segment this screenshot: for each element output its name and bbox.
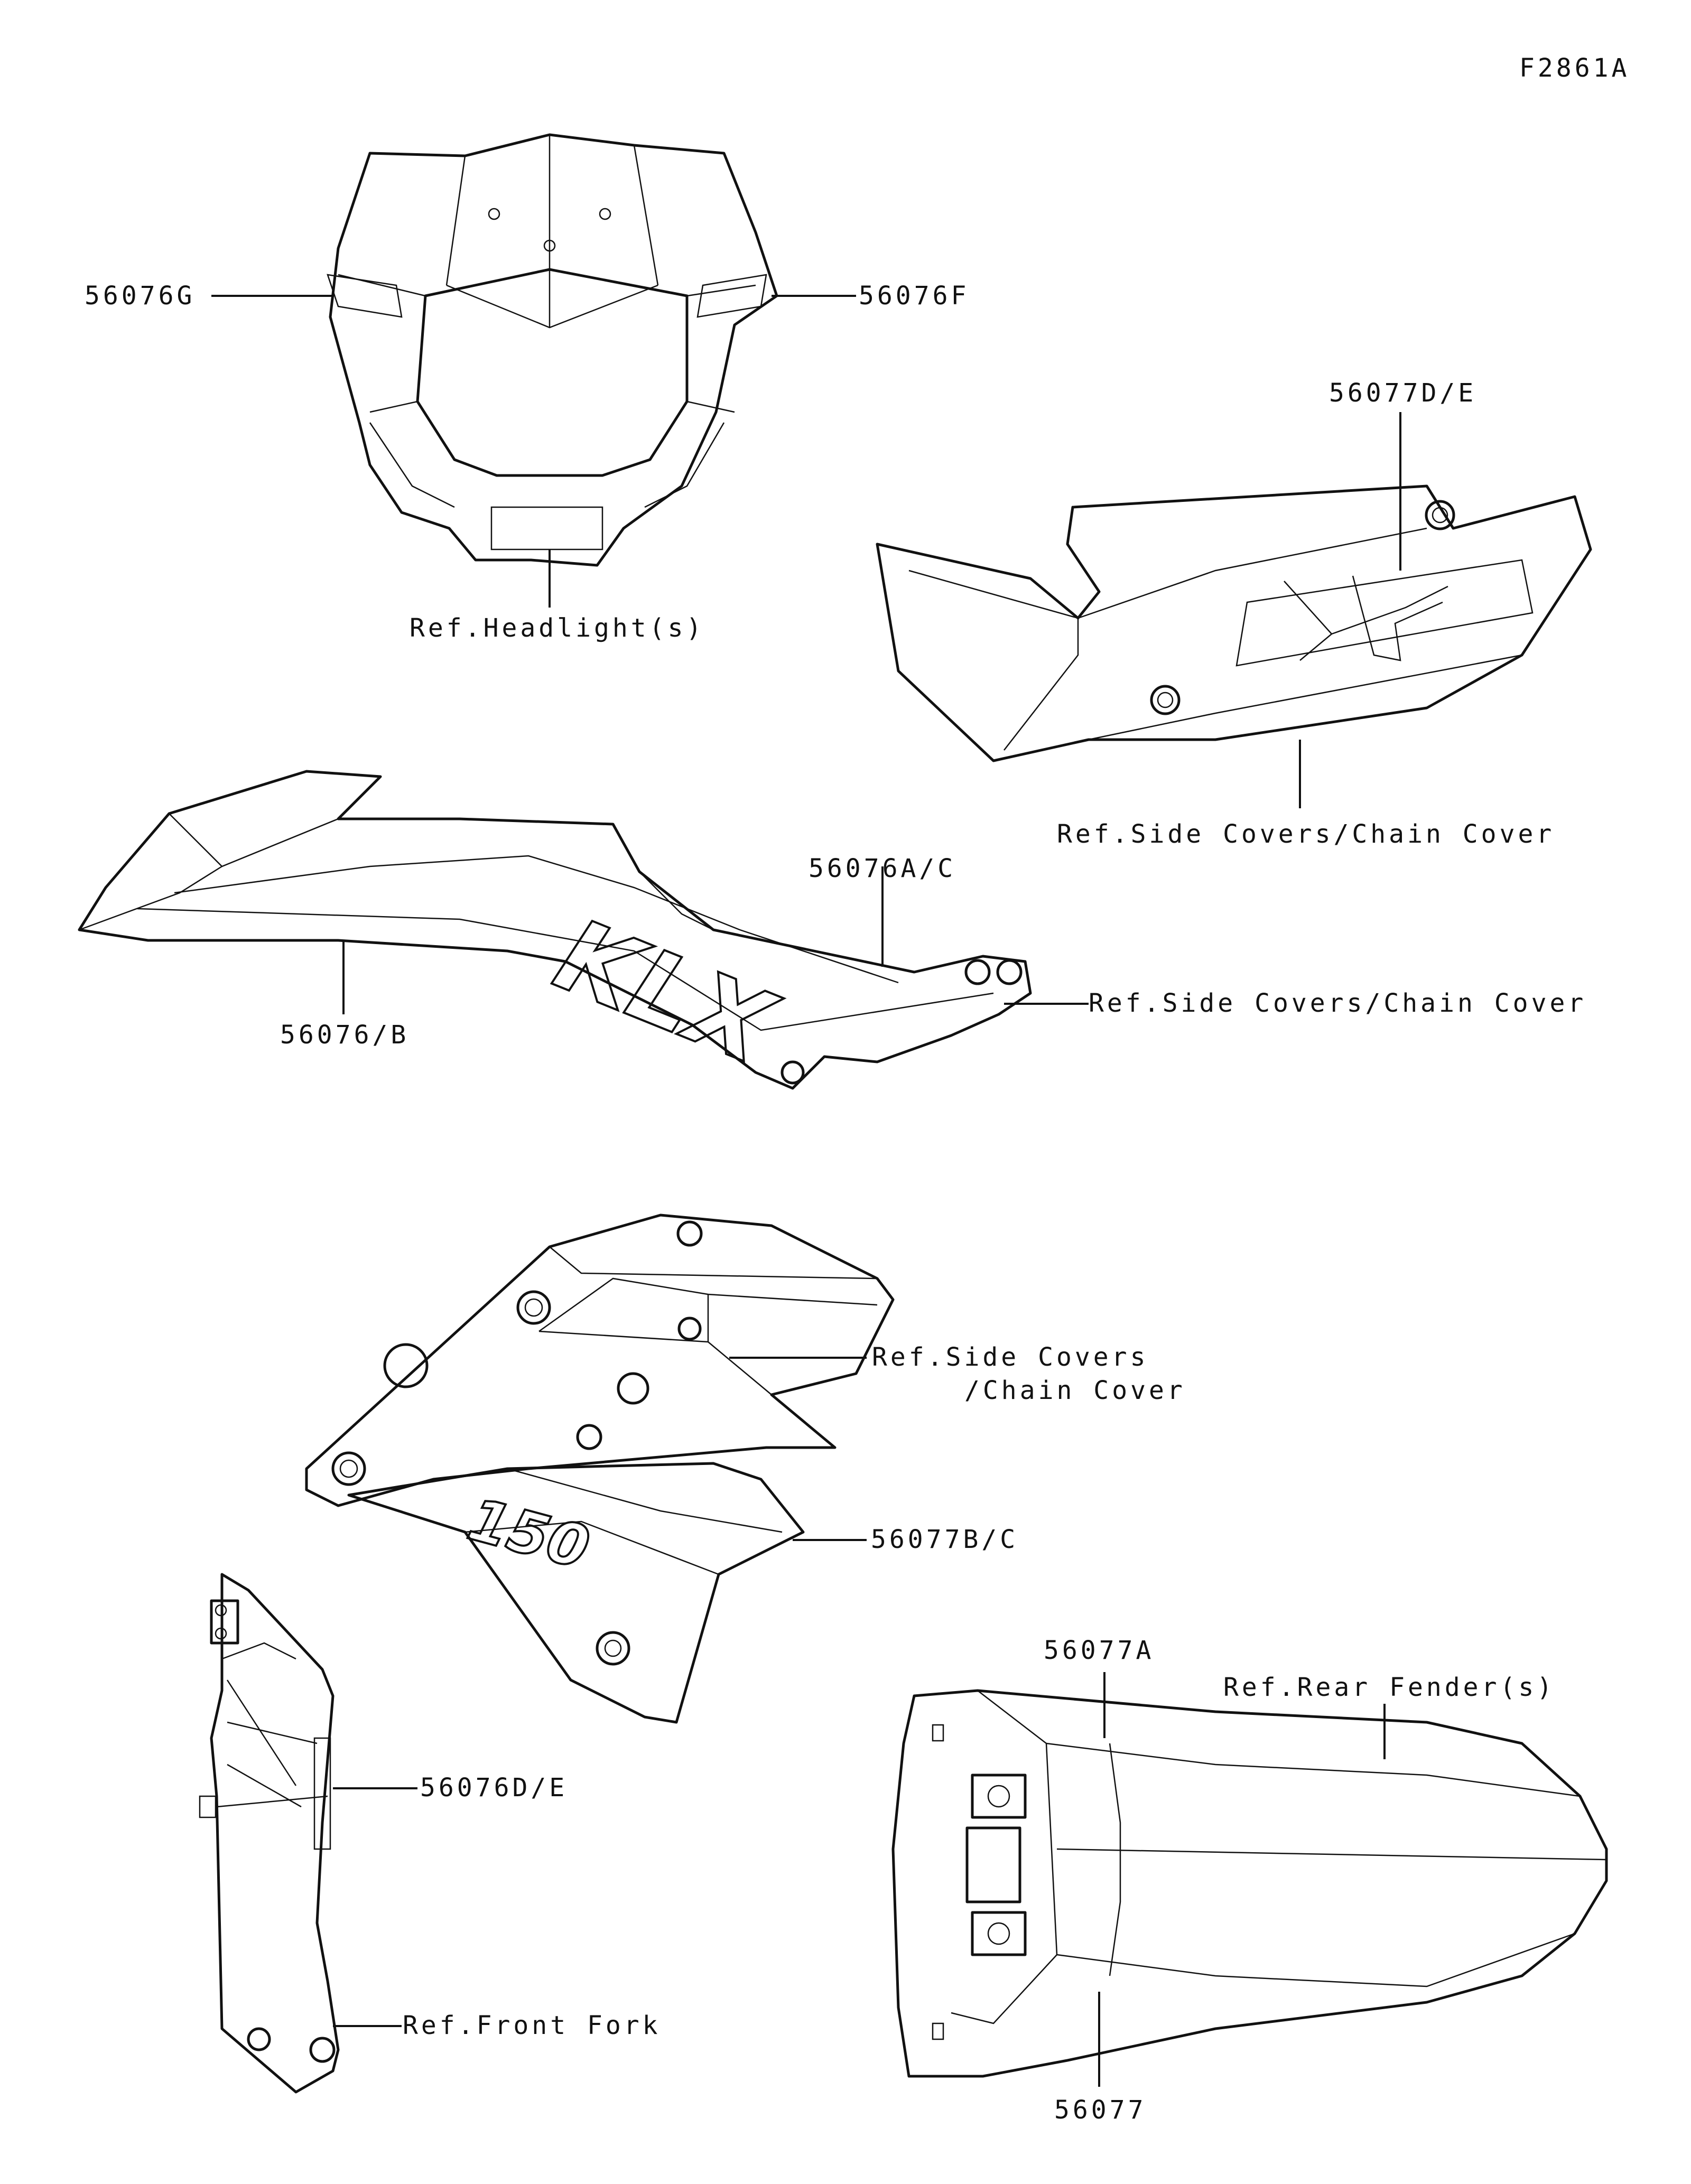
label-ref-side-covers-mid-2: /Chain Cover	[964, 1376, 1186, 1405]
label-ref-front-fork: Ref.Front Fork	[403, 2011, 661, 2040]
label-ref-side-covers-upper: Ref.Side Covers/Chain Cover	[1057, 819, 1555, 849]
label-56077A: 56077A	[1044, 1636, 1154, 1665]
label-ref-side-covers-mid-1: Ref.Side Covers	[872, 1342, 1148, 1372]
label-ref-side-covers-shroud: Ref.Side Covers/Chain Cover	[1089, 988, 1586, 1018]
label-56076A-C: 56076A/C	[809, 854, 956, 883]
side-cover-mid: 150	[305, 1214, 895, 1724]
label-56076-B: 56076/B	[280, 1020, 409, 1050]
shroud-logo: KLX	[541, 897, 792, 1088]
fork-guard	[199, 1573, 340, 2094]
label-56077B-C: 56077B/C	[871, 1525, 1018, 1554]
label-ref-rear-fender: Ref.Rear Fender(s)	[1223, 1673, 1555, 1702]
side-cover-logo: 150	[461, 1485, 596, 1582]
rear-fender	[891, 1689, 1608, 2078]
label-56077D-E: 56077D/E	[1329, 378, 1476, 408]
label-56077: 56077	[1054, 2095, 1147, 2125]
label-56076G: 56076G	[85, 281, 195, 311]
label-56076D-E: 56076D/E	[420, 1773, 568, 1803]
label-56076F: 56076F	[859, 281, 969, 311]
radiator-shroud: KLX	[78, 770, 1032, 1090]
figure-id: F2861A	[1519, 53, 1630, 83]
headlight-cowl	[327, 133, 778, 567]
label-ref-headlight: Ref.Headlight(s)	[410, 613, 704, 643]
side-cover-upper	[876, 484, 1592, 762]
